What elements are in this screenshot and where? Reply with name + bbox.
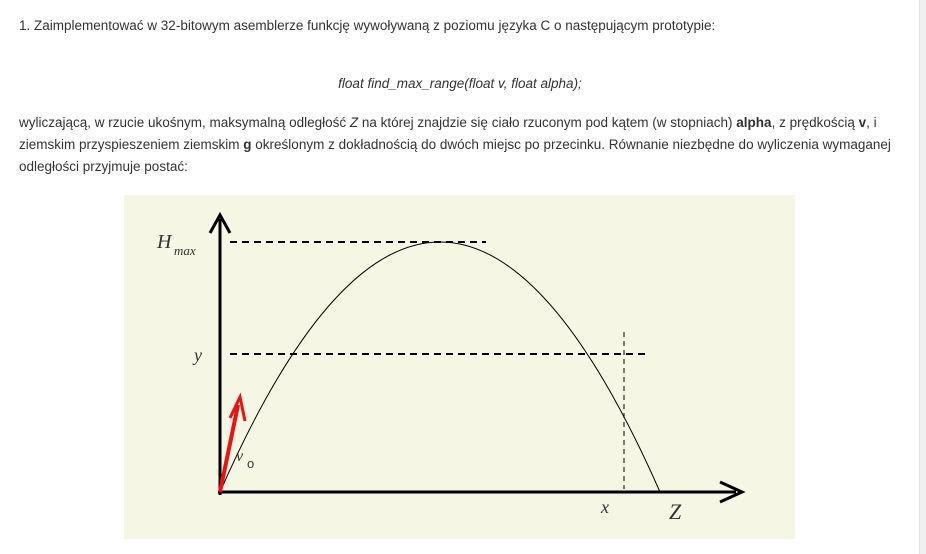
desc-text-4: , i ziemskim przyspieszeniem ziemskim [19,115,877,152]
label-x: x [600,497,609,517]
label-y: y [192,345,202,365]
scrollbar[interactable] [919,0,926,554]
task-description: wyliczającą, w rzucie ukośnym, maksymaln… [19,112,909,178]
y-axis-arrowhead [208,211,232,234]
desc-text-1: wyliczającą, w rzucie ukośnym, maksymaln… [19,115,350,130]
function-prototype: float find_max_range(float v, float alph… [338,76,582,91]
desc-var-alpha: alpha [736,115,772,130]
label-max: max [174,243,196,258]
label-zero: o [247,456,254,471]
desc-text-2: na której znajdzie się ciało rzuconym po… [358,115,737,130]
task-intro: 1. Zaimplementować w 32-bitowym asembler… [19,18,716,33]
velocity-arrowhead [228,392,247,422]
desc-var-z: Z [349,115,359,130]
desc-var-g: g [243,137,252,152]
x-axis-arrowhead [719,480,746,504]
velocity-arrow [218,404,240,493]
trajectory-curve [219,241,661,493]
trajectory-figure: H max y v o x Z [124,195,795,539]
label-z: Z [669,499,682,524]
desc-var-v: v [858,115,867,130]
label-h: H [156,231,173,253]
desc-text-3: , z prędkością [771,115,859,130]
trajectory-diagram: H max y v o x Z [156,211,746,524]
label-v: v [236,448,244,465]
desc-text-5: określonym z dokładnością do dwóch miejs… [19,137,891,174]
